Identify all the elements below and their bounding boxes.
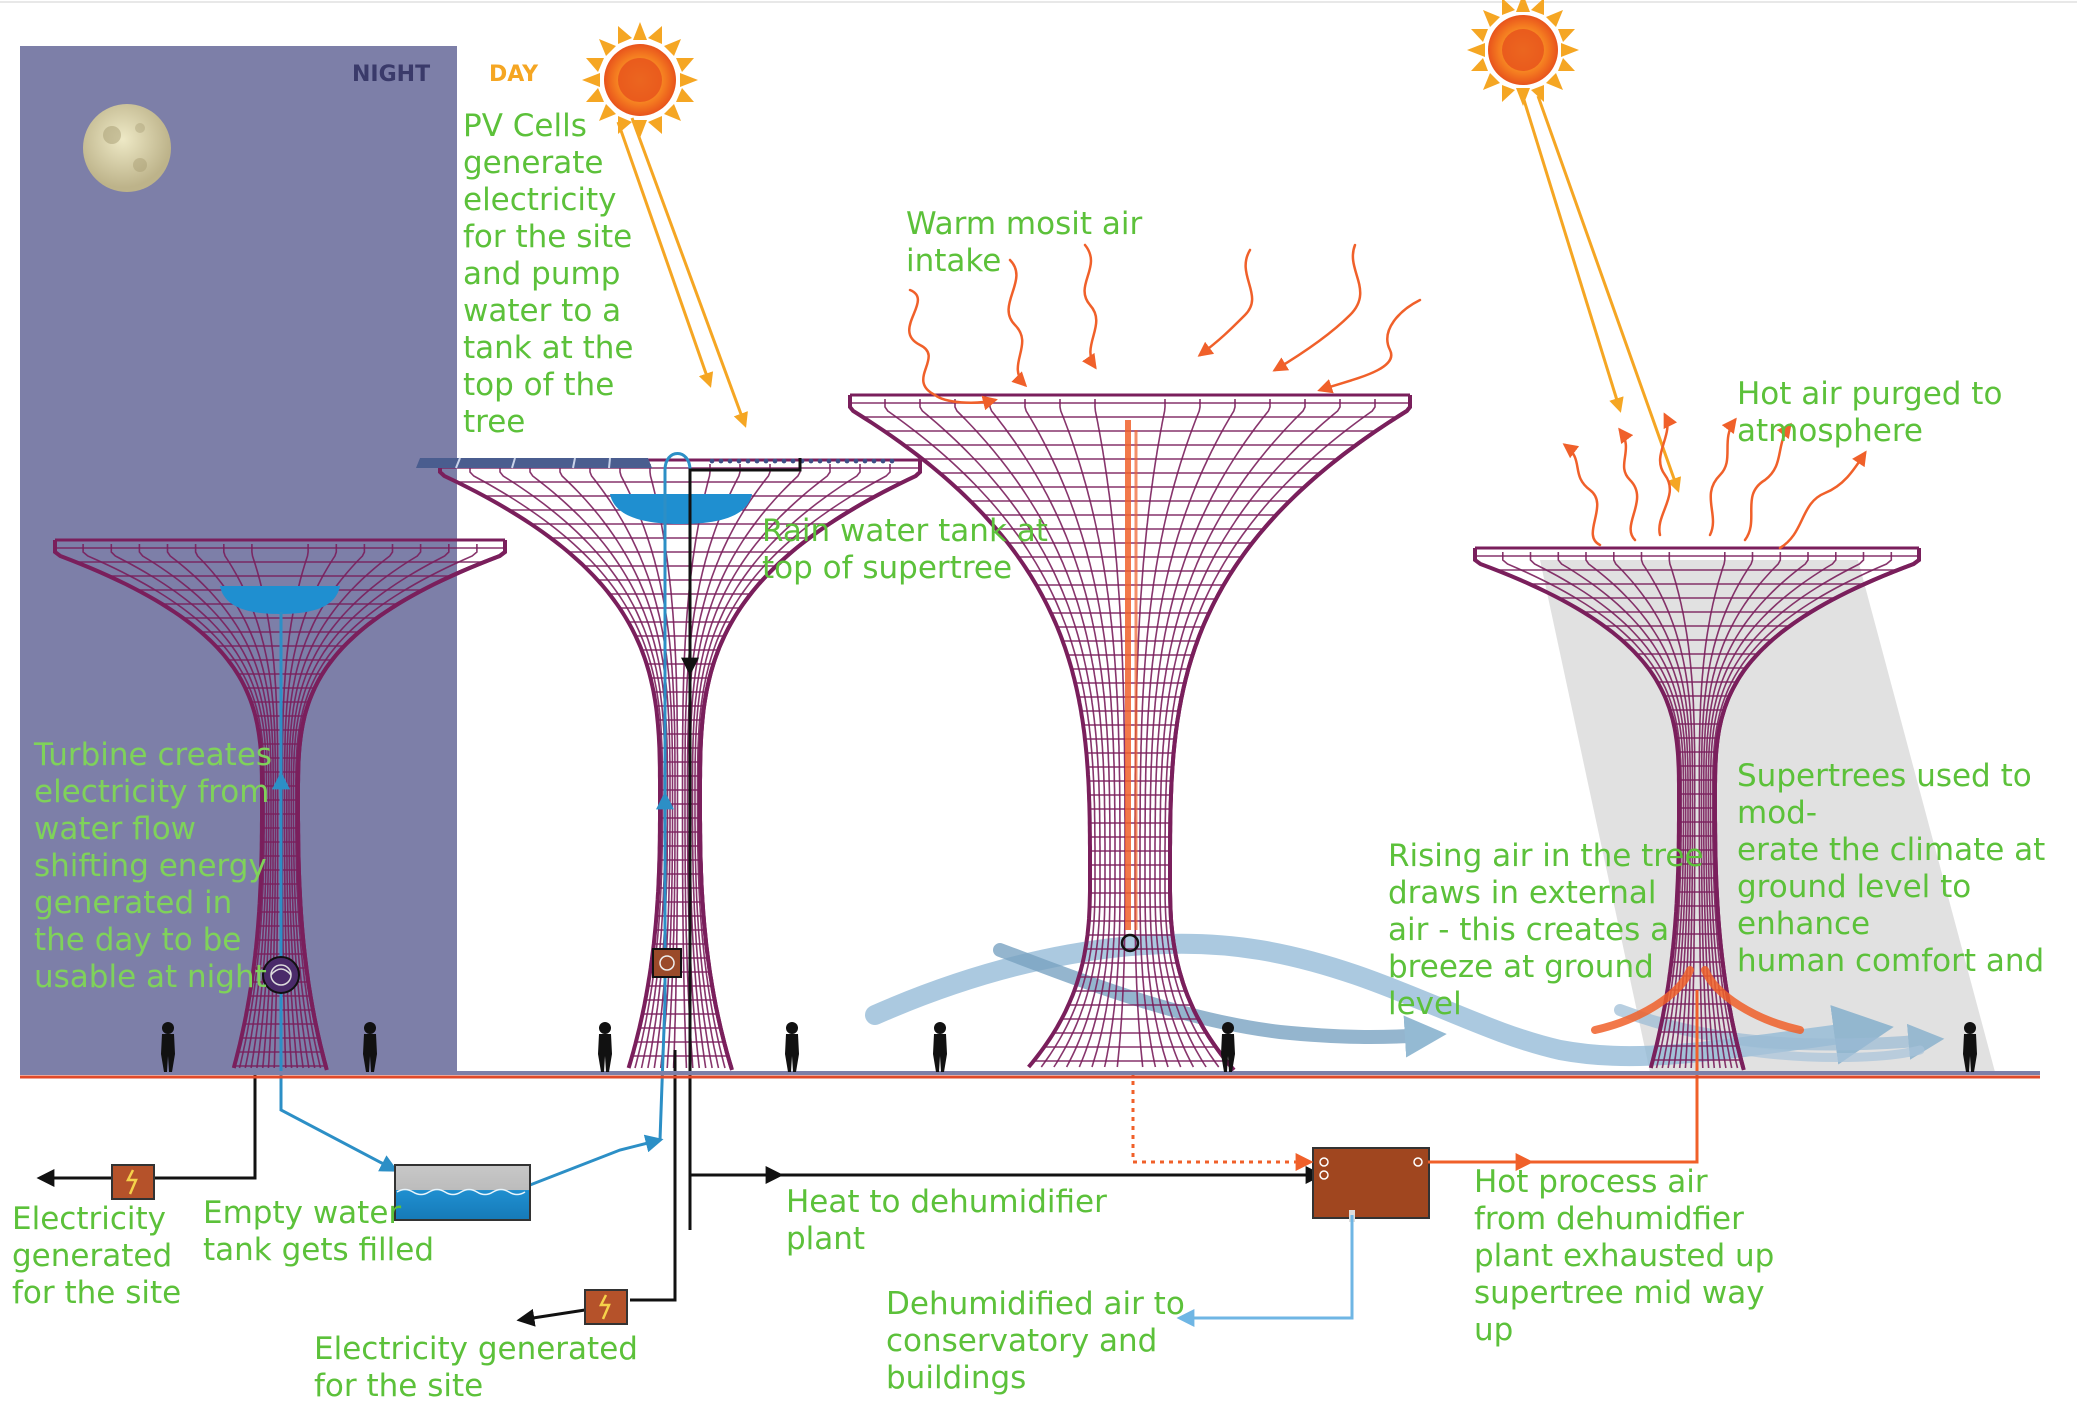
turbine-label: Turbine creates electricity from water f… (34, 737, 273, 995)
night-label: NIGHT (352, 62, 431, 87)
pv-dots (709, 458, 895, 464)
pv-panel-icon (416, 457, 652, 469)
person-icon (1963, 1022, 1977, 1072)
electricity-left-label: Electricity generated for the site (12, 1201, 182, 1311)
day-label: DAY (489, 62, 539, 87)
electric-lines (36, 458, 1324, 1327)
turbine-icon (652, 948, 682, 978)
supertree-4 (1473, 546, 1921, 1071)
moon-icon (83, 104, 171, 192)
person-icon (598, 1022, 612, 1072)
dehumidified-air-label: Dehumidified air to conservatory and bui… (886, 1286, 1185, 1396)
sun-icon (1467, 0, 1579, 106)
hot-air-purged-arrows (1562, 412, 1867, 550)
electricity-bottom-label: Electricity generated for the site (314, 1331, 638, 1404)
light-shaft (1540, 560, 1995, 1072)
water-pipes (272, 452, 692, 1187)
hot-process-air-label: Hot process air from dehumidfier plant e… (1474, 1164, 1775, 1348)
hot-air-purged-label: Hot air purged to atmosphere (1737, 376, 2003, 449)
warm-air-intake-arrows (908, 243, 1422, 411)
person-icon (785, 1022, 799, 1072)
generator-icon (584, 1289, 628, 1325)
rain-tank-label: Rain water tank at top of supertree (762, 513, 1048, 586)
rising-air-streak (1125, 420, 1138, 930)
sunray-arrows (616, 95, 1682, 493)
person-icon (1221, 1022, 1235, 1072)
people-group (161, 1022, 1977, 1072)
heat-dehumid-label: Heat to dehumidifier plant (786, 1184, 1107, 1257)
air-flow-lines (1131, 990, 1699, 1327)
sun-icon (582, 22, 698, 138)
pv-cells-label: PV Cells generate electricity for the si… (463, 108, 634, 440)
warm-air-label: Warm mosit air intake (906, 206, 1143, 279)
supertrees-climate-label: Supertrees used to mod- erate the climat… (1737, 758, 2046, 979)
person-icon (933, 1022, 947, 1072)
hot-air-flares (1591, 966, 1804, 1034)
rain-tank-tree2 (610, 494, 752, 524)
turbine-icon (262, 956, 300, 994)
dehumidifier-plant (1312, 1147, 1430, 1222)
generator-icon (111, 1164, 155, 1200)
air-sensor (1120, 933, 1140, 953)
rain-tank-tree1 (220, 586, 340, 614)
empty-tank-label: Empty water tank gets filled (203, 1195, 435, 1268)
person-icon (161, 1022, 175, 1072)
person-icon (363, 1022, 377, 1072)
empty-water-tank (394, 1164, 531, 1221)
rising-air-label: Rising air in the tree draws in external… (1388, 838, 1704, 1022)
